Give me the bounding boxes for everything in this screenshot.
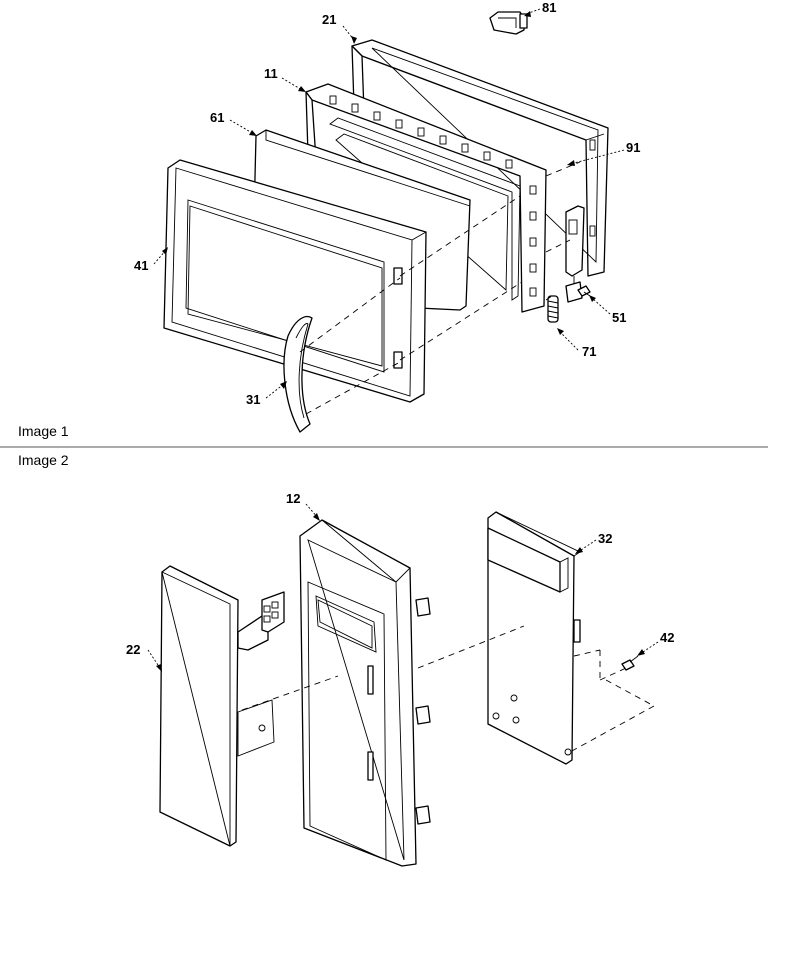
screw-51-part <box>577 285 591 297</box>
svg-text:81: 81 <box>542 0 556 15</box>
svg-text:11: 11 <box>264 66 278 81</box>
keypad-membrane-part <box>159 565 285 847</box>
svg-text:61: 61 <box>210 110 224 125</box>
callout-11: 11 <box>264 66 306 92</box>
latch-clip-part <box>489 11 528 35</box>
callout-91: 91 <box>567 140 640 166</box>
svg-text:41: 41 <box>134 258 148 273</box>
svg-text:32: 32 <box>598 531 612 546</box>
door-handle-part <box>283 315 313 433</box>
image-2-control-panel: 12 32 22 42 <box>126 491 674 867</box>
callout-12: 12 <box>286 491 320 521</box>
callout-41: 41 <box>134 247 168 273</box>
assembly-lines-image-2 <box>241 625 655 753</box>
svg-text:71: 71 <box>582 344 596 359</box>
svg-text:31: 31 <box>246 392 260 407</box>
svg-text:12: 12 <box>286 491 300 506</box>
svg-text:42: 42 <box>660 630 674 645</box>
callout-22: 22 <box>126 642 162 672</box>
svg-text:51: 51 <box>612 310 626 325</box>
control-panel-frame-part <box>299 519 431 867</box>
spring-part <box>547 295 559 323</box>
svg-text:91: 91 <box>626 140 640 155</box>
callout-81: 81 <box>524 0 556 17</box>
callout-42: 42 <box>637 630 674 656</box>
assembly-lines-image-1 <box>299 161 581 415</box>
callout-51: 51 <box>589 295 626 325</box>
image-1-door-assembly: 21 81 11 61 91 41 51 <box>134 0 640 433</box>
screw-42-part <box>621 655 639 671</box>
section-label-image-1: Image 1 <box>18 423 69 439</box>
svg-text:21: 21 <box>322 12 336 27</box>
callout-32: 32 <box>575 531 612 554</box>
callout-61: 61 <box>210 110 257 136</box>
section-label-image-2: Image 2 <box>18 452 69 468</box>
hinge-bracket-part <box>565 205 585 303</box>
door-front-frame-part <box>163 159 427 403</box>
callout-21: 21 <box>322 12 357 44</box>
callout-71: 71 <box>557 328 596 359</box>
svg-text:22: 22 <box>126 642 140 657</box>
frame-tabs <box>415 597 431 825</box>
control-board-part <box>487 511 581 765</box>
callout-31: 31 <box>246 381 287 407</box>
